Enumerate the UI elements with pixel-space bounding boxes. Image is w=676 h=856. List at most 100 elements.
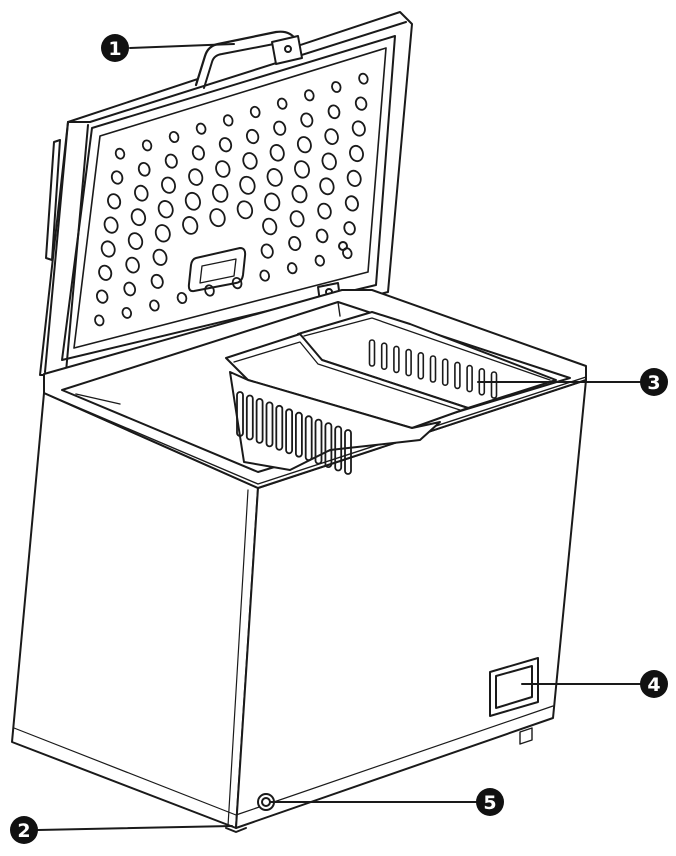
lid-dimple (141, 139, 153, 152)
cabinet-base-line (13, 705, 554, 816)
lid-dimple (114, 147, 126, 160)
lid-dimple (123, 281, 137, 297)
basket-slot (429, 355, 437, 383)
basket-slot (255, 397, 264, 444)
basket-slot (334, 425, 343, 472)
lid-dimple (344, 195, 359, 212)
lid-dimple (314, 254, 325, 267)
basket-slot (236, 391, 244, 437)
handle-mount (271, 35, 303, 65)
lid-dimple (110, 170, 124, 185)
lid-dimple (127, 232, 144, 250)
lid-dimple (121, 306, 132, 319)
lid-dimples (94, 72, 369, 327)
lid-dimple (266, 168, 283, 187)
basket-slot (324, 422, 333, 469)
basket-slot (304, 415, 313, 462)
basket-slot (294, 411, 303, 458)
lid-dimple (289, 210, 305, 228)
front-foot (225, 827, 247, 833)
lid-dimple (286, 262, 298, 275)
basket-slot (368, 339, 376, 367)
lid-liner-border (61, 35, 396, 361)
lid-dimple (188, 168, 204, 186)
callout-5-badge: 5 (476, 788, 504, 816)
basket-slot (454, 361, 461, 390)
basket-slot (405, 348, 412, 377)
lid-dimple (215, 160, 231, 178)
lid-dimple (168, 130, 180, 144)
lid-dimple (358, 72, 369, 85)
lid-dimple (98, 264, 113, 281)
lid-dimple (191, 145, 205, 161)
callout-4-badge: 4 (640, 670, 668, 698)
basket-front-slots (236, 391, 352, 475)
lid-dimple (317, 202, 332, 220)
lid-dimple (346, 169, 362, 187)
lid-dimple (264, 192, 281, 212)
lid-dimple (319, 177, 335, 196)
lid-dimple (349, 144, 364, 163)
lid-dimple (351, 120, 366, 137)
lid-dimple (134, 184, 149, 202)
lid-dimple (276, 97, 288, 110)
lid-side-recess (45, 139, 61, 261)
basket-slot (466, 364, 473, 393)
lid-dimple (212, 183, 229, 203)
lid-dimple (354, 96, 368, 111)
lid-dimple (296, 136, 312, 154)
lid-dimple (176, 291, 188, 305)
lid-dimple (152, 248, 168, 266)
callout-2-badge: 2 (10, 816, 38, 844)
lid-dimple (130, 208, 147, 227)
lid-latch-icon (338, 241, 348, 251)
basket-slot (314, 418, 323, 465)
cabinet-rim-inner (61, 301, 571, 473)
basket-slot (417, 351, 425, 380)
lid-dimple (154, 224, 171, 243)
basket-slot (393, 345, 400, 374)
lid-dimple (164, 153, 178, 169)
lid-dimple (150, 273, 164, 289)
lid-dimple (321, 152, 337, 171)
lid-dimple (239, 175, 256, 195)
lid-dimple (137, 162, 151, 177)
lid-liner-panel (73, 47, 387, 349)
lid-dimple (182, 216, 199, 235)
callout-leaders (37, 43, 641, 831)
lid-dimple (218, 137, 233, 153)
lid-dimple (209, 208, 226, 228)
callout-3-badge: 3 (640, 368, 668, 396)
lid-dimple (242, 152, 258, 170)
freezer-lid (39, 11, 413, 376)
lid-dimple (315, 228, 329, 244)
lid-dimple (249, 105, 261, 119)
lid-dimple (94, 314, 105, 327)
lid-dimple (294, 160, 310, 179)
callout-1-badge: 1 (101, 34, 129, 62)
lid-dimple (149, 299, 160, 312)
lid-dimple (125, 256, 140, 274)
lid-dimple (273, 120, 287, 136)
lid-dimple (157, 200, 174, 219)
lid-dimple (204, 284, 215, 297)
control-panel (489, 657, 539, 717)
rear-foot (519, 727, 533, 745)
lid-dimple (291, 184, 308, 204)
lid-dimple (245, 128, 260, 145)
callout-1-label: 1 (108, 38, 121, 60)
drain-plug (257, 793, 275, 811)
lid-dimple (259, 269, 270, 282)
basket-slot (275, 404, 284, 451)
basket-slot (344, 429, 352, 475)
lid-dimple (184, 191, 201, 211)
basket-slot (380, 342, 388, 371)
callout-3-label: 3 (647, 372, 660, 394)
lid-dimple (331, 81, 342, 93)
lid-dimple (343, 221, 356, 236)
lid-dimple (327, 104, 341, 120)
callout-5-label: 5 (483, 792, 496, 814)
basket-slot (245, 394, 254, 441)
lid-dimple (95, 289, 109, 304)
